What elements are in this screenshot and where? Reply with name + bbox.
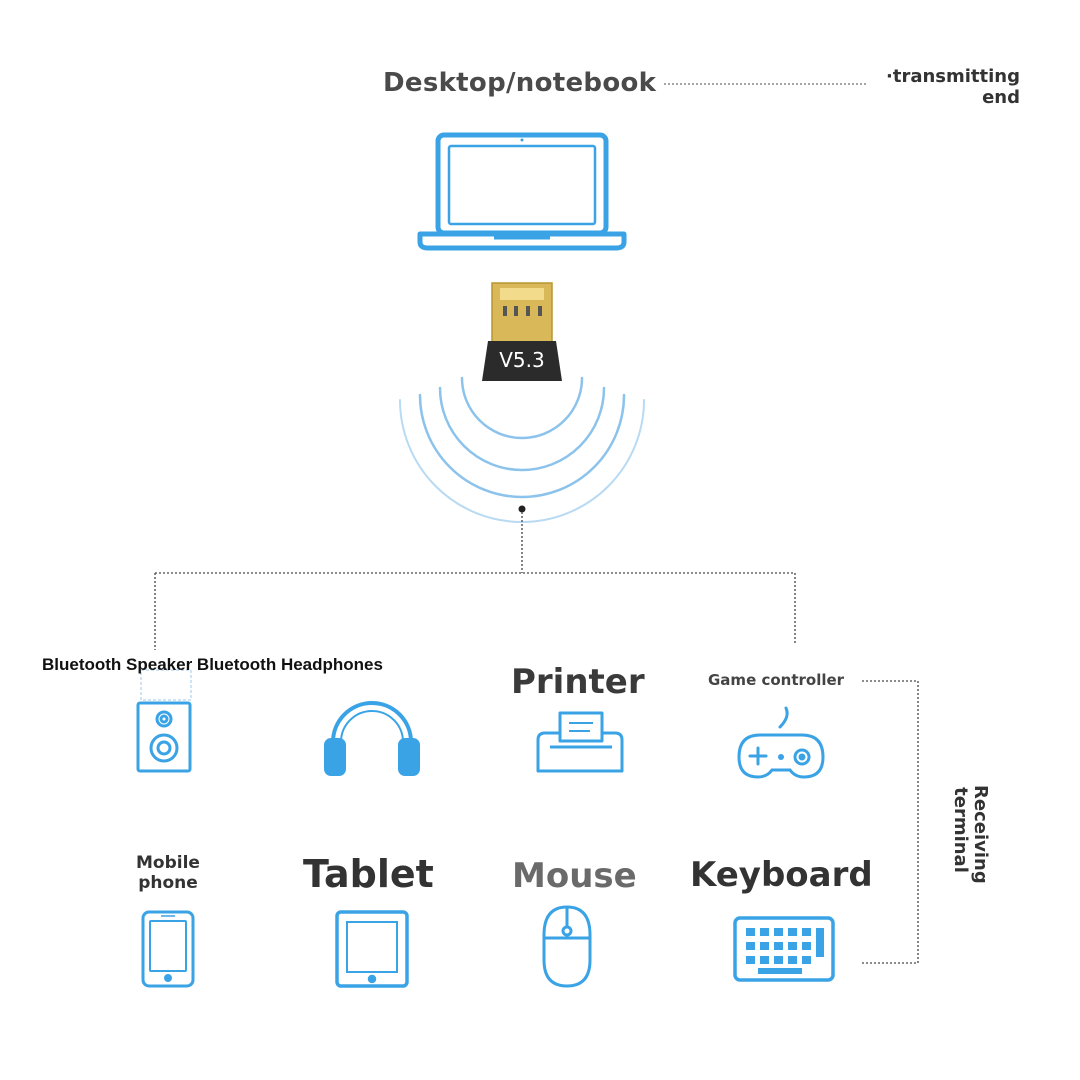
mobile-phone-line2: phone <box>138 873 198 893</box>
mouse-label: Mouse <box>512 856 637 896</box>
receiving-terminal-label: Receiving terminal <box>950 785 991 884</box>
printer-icon <box>536 711 624 773</box>
transmitting-end-line2: end <box>982 87 1020 108</box>
game-controller-icon <box>737 706 825 779</box>
keyboard-icon <box>733 916 835 982</box>
adapter-version-label: V5.3 <box>499 348 545 372</box>
tablet-icon <box>335 910 409 988</box>
speaker-headphones-label: Bluetooth Speaker Bluetooth Headphones <box>42 655 383 674</box>
laptop-icon <box>417 132 627 251</box>
speaker-label-marker <box>140 669 192 701</box>
game-controller-label: Game controller <box>708 671 845 689</box>
mouse-icon <box>542 905 592 988</box>
mobile-phone-icon <box>141 910 195 988</box>
bluetooth-adapter-icon <box>482 282 562 381</box>
desktop-notebook-title: Desktop/notebook <box>383 68 657 98</box>
headphones-icon <box>324 701 420 776</box>
receiving-terminal-line2: terminal <box>950 787 971 873</box>
transmitting-end-label: ·transmitting end <box>872 66 1020 108</box>
mobile-phone-line1: Mobile <box>136 853 200 873</box>
speaker-icon <box>136 701 192 773</box>
tablet-label: Tablet <box>303 852 434 896</box>
signal-waves-icon <box>399 376 645 523</box>
tree-connector <box>154 505 919 964</box>
printer-label: Printer <box>511 662 645 702</box>
receiving-terminal-line1: Receiving <box>970 785 991 884</box>
mobile-phone-label: Mobile phone <box>130 853 206 893</box>
keyboard-label: Keyboard <box>690 855 873 895</box>
transmitting-end-line1: ·transmitting <box>886 66 1020 87</box>
